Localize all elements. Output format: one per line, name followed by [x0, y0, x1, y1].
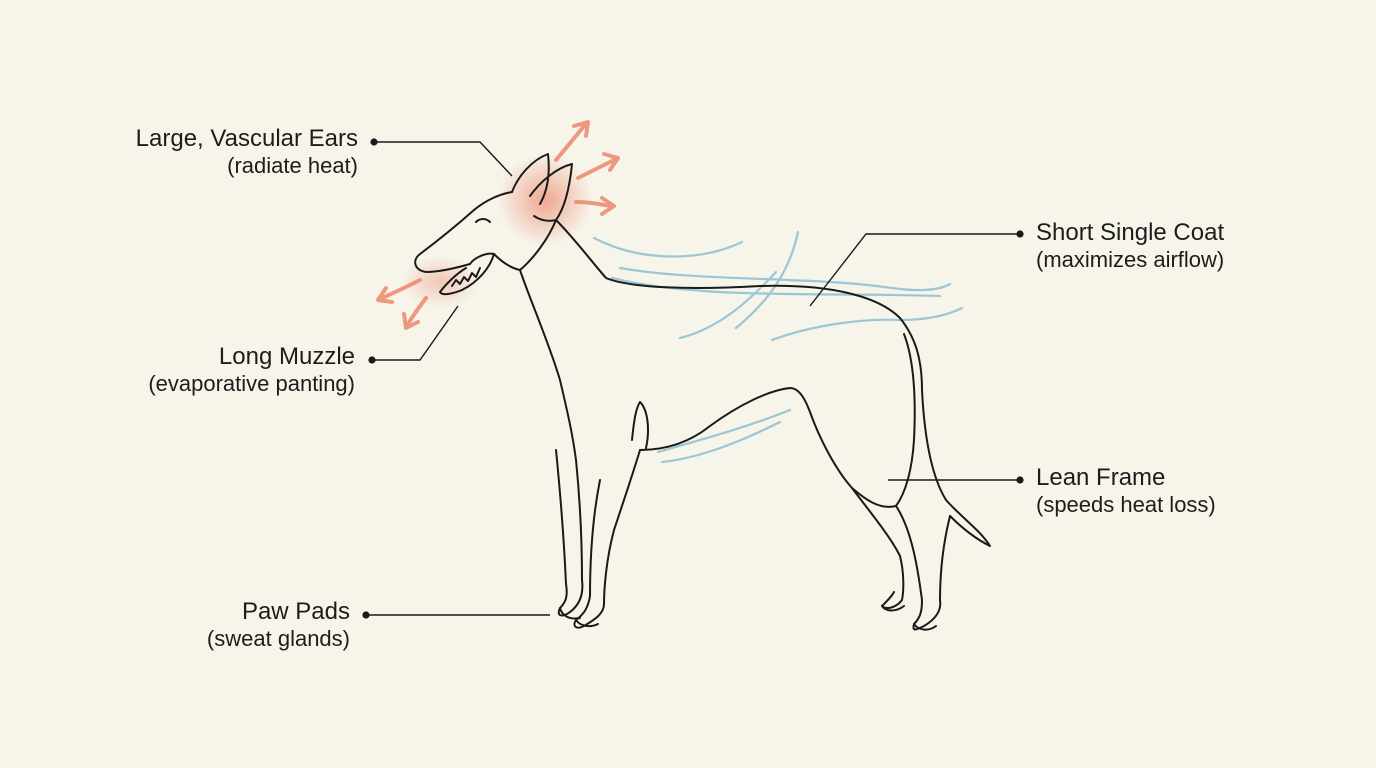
eye: [475, 218, 491, 223]
head-top: [414, 191, 513, 273]
heat-arrow-ear-up: [554, 120, 590, 162]
open-mouth: [439, 252, 495, 296]
back-line: [555, 219, 991, 547]
leader-muzzle: [372, 305, 459, 361]
heat-arrow-mouth-down: [402, 296, 428, 330]
leader-frame-dot: [1016, 476, 1024, 484]
rear-paw: [881, 605, 937, 631]
ear-heat-glow: [497, 154, 593, 246]
callout-frame-sub: (speeds heat loss): [1036, 492, 1216, 518]
leader-ears-dot: [370, 138, 378, 146]
callout-frame: Lean Frame (speeds heat loss): [1036, 463, 1216, 519]
leader-ears: [374, 141, 513, 177]
rear-leg-back: [895, 505, 951, 631]
heat-arrows: [376, 120, 620, 330]
callout-muzzle-sub: (evaporative panting): [148, 371, 355, 397]
leader-lines: [362, 138, 1024, 619]
leader-coat-dot: [1016, 230, 1024, 238]
dog-outline: [414, 153, 991, 631]
callout-coat: Short Single Coat (maximizes airflow): [1036, 218, 1224, 274]
callout-muzzle: Long Muzzle (evaporative panting): [148, 342, 355, 398]
leader-muzzle-dot: [368, 356, 376, 364]
belly: [631, 401, 649, 449]
heat-arrow-ear-right: [576, 152, 620, 180]
front-paw: [559, 607, 599, 628]
heat-arrow-ear-lower: [574, 196, 616, 216]
rear-leg-front: [851, 487, 905, 609]
callout-coat-sub: (maximizes airflow): [1036, 247, 1225, 273]
callout-ears-title: Large, Vascular Ears: [135, 125, 358, 152]
callout-coat-title: Short Single Coat: [1036, 219, 1225, 246]
callout-paws-title: Paw Pads: [241, 598, 350, 625]
airflow-lines: [592, 230, 964, 464]
callout-ears-sub: (radiate heat): [227, 153, 358, 179]
rear-thigh: [639, 333, 916, 508]
callout-paws: Paw Pads (sweat glands): [207, 597, 350, 653]
front-leg-back: [573, 449, 641, 629]
callout-paws-sub: (sweat glands): [206, 626, 350, 652]
callout-ears: Large, Vascular Ears (radiate heat): [136, 124, 358, 180]
right-ear: [529, 163, 573, 222]
leader-coat: [809, 233, 1020, 307]
callout-muzzle-title: Long Muzzle: [218, 343, 355, 370]
chest-and-front-leg: [519, 269, 584, 617]
leader-paws-dot: [362, 611, 370, 619]
left-ear: [511, 153, 550, 205]
mouth-teeth: [451, 267, 481, 287]
callout-frame-title: Lean Frame: [1036, 464, 1166, 491]
heat-arrow-mouth-left: [376, 278, 422, 304]
